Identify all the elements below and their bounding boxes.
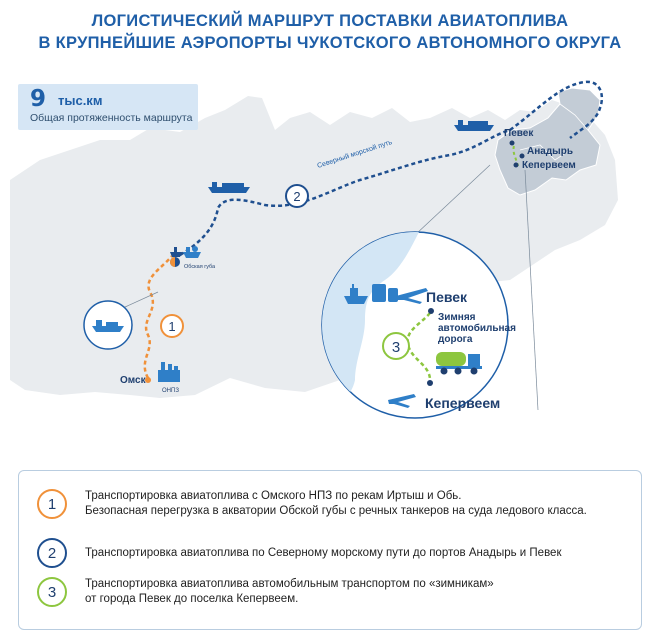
svg-text:2: 2 [293, 189, 300, 204]
route-length-unit: тыс.км [58, 93, 103, 108]
legend-badge-1: 1 [37, 489, 67, 519]
legend-text-1b: Безопасная перегрузка в акватории Обской… [85, 505, 587, 517]
refinery-icon [158, 362, 180, 382]
omsk-marker [145, 377, 151, 383]
winter-road-label: Зимняя автомобильная дорога [438, 312, 516, 345]
zoom-route-3 [406, 312, 432, 381]
anadyr-map-label: Анадырь [527, 146, 573, 157]
keperveem-marker [513, 162, 519, 168]
route-length-value: 9 [30, 86, 47, 112]
ship-icon-ob [170, 247, 182, 257]
refinery-label: ОНПЗ [162, 388, 179, 394]
title-line-1: ЛОГИСТИЧЕСКИЙ МАРШРУТ ПОСТАВКИ АВИАТОПЛИ… [91, 12, 569, 30]
zoom-plane-icon-pevek [396, 288, 428, 304]
route-map: Омск ОНПЗ Обская губа Северный морской п… [10, 80, 618, 419]
legend-text-1a: Транспортировка авиатоплива с Омского НП… [85, 490, 462, 502]
route-2-line [179, 80, 604, 257]
tanker-icon-ob [183, 246, 201, 258]
legend-item-2: 2 Транспортировка авиатоплива по Северно… [37, 538, 561, 568]
svg-text:1: 1 [168, 319, 175, 334]
tanker-icon-east [454, 120, 494, 131]
zoom-tank-icon [372, 284, 398, 302]
ob-bay-label: Обская губа [184, 264, 216, 270]
legend-badge-2: 2 [37, 538, 67, 568]
legend-text-3a: Транспортировка авиатоплива автомобильны… [85, 578, 494, 590]
river-tanker-icon [92, 320, 124, 332]
legend: 1 Транспортировка авиатоплива с Омского … [18, 470, 642, 630]
page-title: ЛОГИСТИЧЕСКИЙ МАРШРУТ ПОСТАВКИ АВИАТОПЛИ… [0, 10, 660, 54]
legend-item-1: 1 Транспортировка авиатоплива с Омского … [37, 489, 587, 519]
anadyr-marker [519, 153, 525, 159]
route-2-badge: 2 [285, 184, 309, 208]
zoom-route-3-badge: 3 [382, 332, 410, 360]
route-1-line [143, 255, 173, 379]
svg-text:3: 3 [392, 339, 400, 356]
legend-text-3b: от города Певек до поселка Кепервеем. [85, 593, 299, 605]
icebreaker-icon [208, 182, 250, 193]
omsk-label: Омск [120, 375, 147, 386]
zoom-pevek-label: Певек [426, 289, 468, 305]
legend-item-3: 3 Транспортировка авиатоплива автомобиль… [37, 577, 494, 607]
legend-badge-3: 3 [37, 577, 67, 607]
legend-text-2: Транспортировка авиатоплива по Северному… [85, 546, 562, 559]
route-1-badge: 1 [160, 314, 184, 338]
zoom-tanker-icon [344, 284, 368, 304]
pevek-map-label: Певек [504, 128, 534, 139]
chukotka-region [494, 87, 601, 196]
zoom-fuel-truck-icon [436, 352, 482, 375]
route-length-box: 9 тыс.км Общая протяженность маршрута [18, 84, 198, 130]
zoom-plane-icon-keperveem [388, 394, 416, 408]
zoom-keperveem-label: Кепервеем [425, 395, 501, 411]
title-line-2: В КРУПНЕЙШИЕ АЭРОПОРТЫ ЧУКОТСКОГО АВТОНО… [38, 34, 622, 52]
keperveem-map-label: Кепервеем [522, 160, 576, 171]
route-length-caption: Общая протяженность маршрута [30, 112, 193, 124]
pevek-marker [509, 140, 515, 146]
